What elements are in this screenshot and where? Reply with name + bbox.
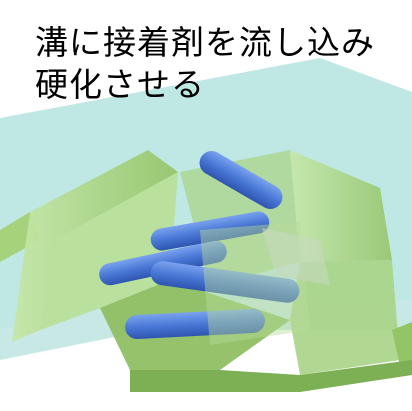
joint-block (262, 228, 330, 285)
pipe-1 (199, 151, 283, 209)
caption-line-2: 硬化させる (35, 65, 205, 104)
left-wall-face (40, 172, 178, 330)
left-wall (12, 150, 178, 342)
pipe-2 (150, 211, 270, 251)
right-wall-face (290, 260, 400, 375)
caption-line-1: 溝に接着剤を流し込み (35, 23, 375, 62)
base-strip (130, 360, 412, 392)
pipe-5 (125, 308, 265, 340)
pipes (99, 151, 300, 340)
right-wall (290, 150, 392, 262)
pipe-4 (150, 261, 300, 303)
right-flange (392, 322, 412, 366)
caption: 溝に接着剤を流し込み 硬化させる (35, 22, 375, 106)
